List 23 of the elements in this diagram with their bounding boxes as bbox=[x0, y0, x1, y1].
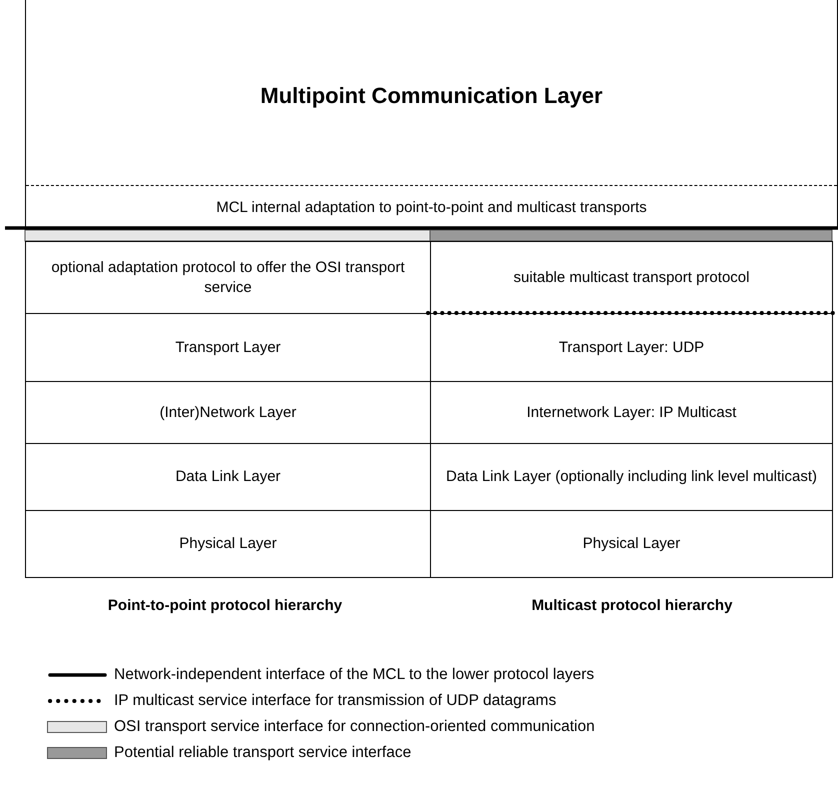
layer-label: Physical Layer bbox=[582, 534, 682, 554]
protocol-layer-cell bbox=[25, 510, 431, 578]
layer-label: Transport Layer bbox=[174, 338, 282, 358]
layer-label: Data Link Layer bbox=[174, 467, 282, 487]
layer-label: MCL internal adaptation to point-to-point and multicast transports bbox=[215, 198, 648, 218]
legend-label: OSI transport service interface for connection-oriented communication bbox=[114, 718, 595, 736]
legend-label: IP multicast service interface for transmission of UDP datagrams bbox=[114, 692, 556, 710]
layer-box bbox=[25, 0, 838, 229]
layer-label: Physical Layer bbox=[178, 534, 278, 554]
protocol-layer-cell bbox=[430, 241, 833, 314]
column-heading: Multicast protocol hierarchy bbox=[532, 597, 732, 614]
layer-label: suitable multicast transport protocol bbox=[512, 268, 750, 288]
column-heading: Point-to-point protocol hierarchy bbox=[108, 597, 342, 614]
layer-label: (Inter)Network Layer bbox=[158, 402, 298, 422]
protocol-layer-cell bbox=[25, 241, 431, 314]
layer-label: Transport Layer: UDP bbox=[558, 338, 706, 358]
layer-label: Data Link Layer (optionally including link level multicast) bbox=[444, 467, 818, 487]
legend-label: Potential reliable transport service interface bbox=[114, 744, 412, 762]
layer-label: Internetwork Layer: IP Multicast bbox=[526, 402, 738, 422]
legend-label: Network-independent interface of the MCL to the lower protocol layers bbox=[114, 666, 594, 684]
layer-label: optional adaptation protocol to offer the OSI transport service bbox=[50, 258, 406, 297]
layer-title: Multipoint Communication Layer bbox=[259, 82, 604, 110]
protocol-layer-cell bbox=[430, 510, 833, 578]
